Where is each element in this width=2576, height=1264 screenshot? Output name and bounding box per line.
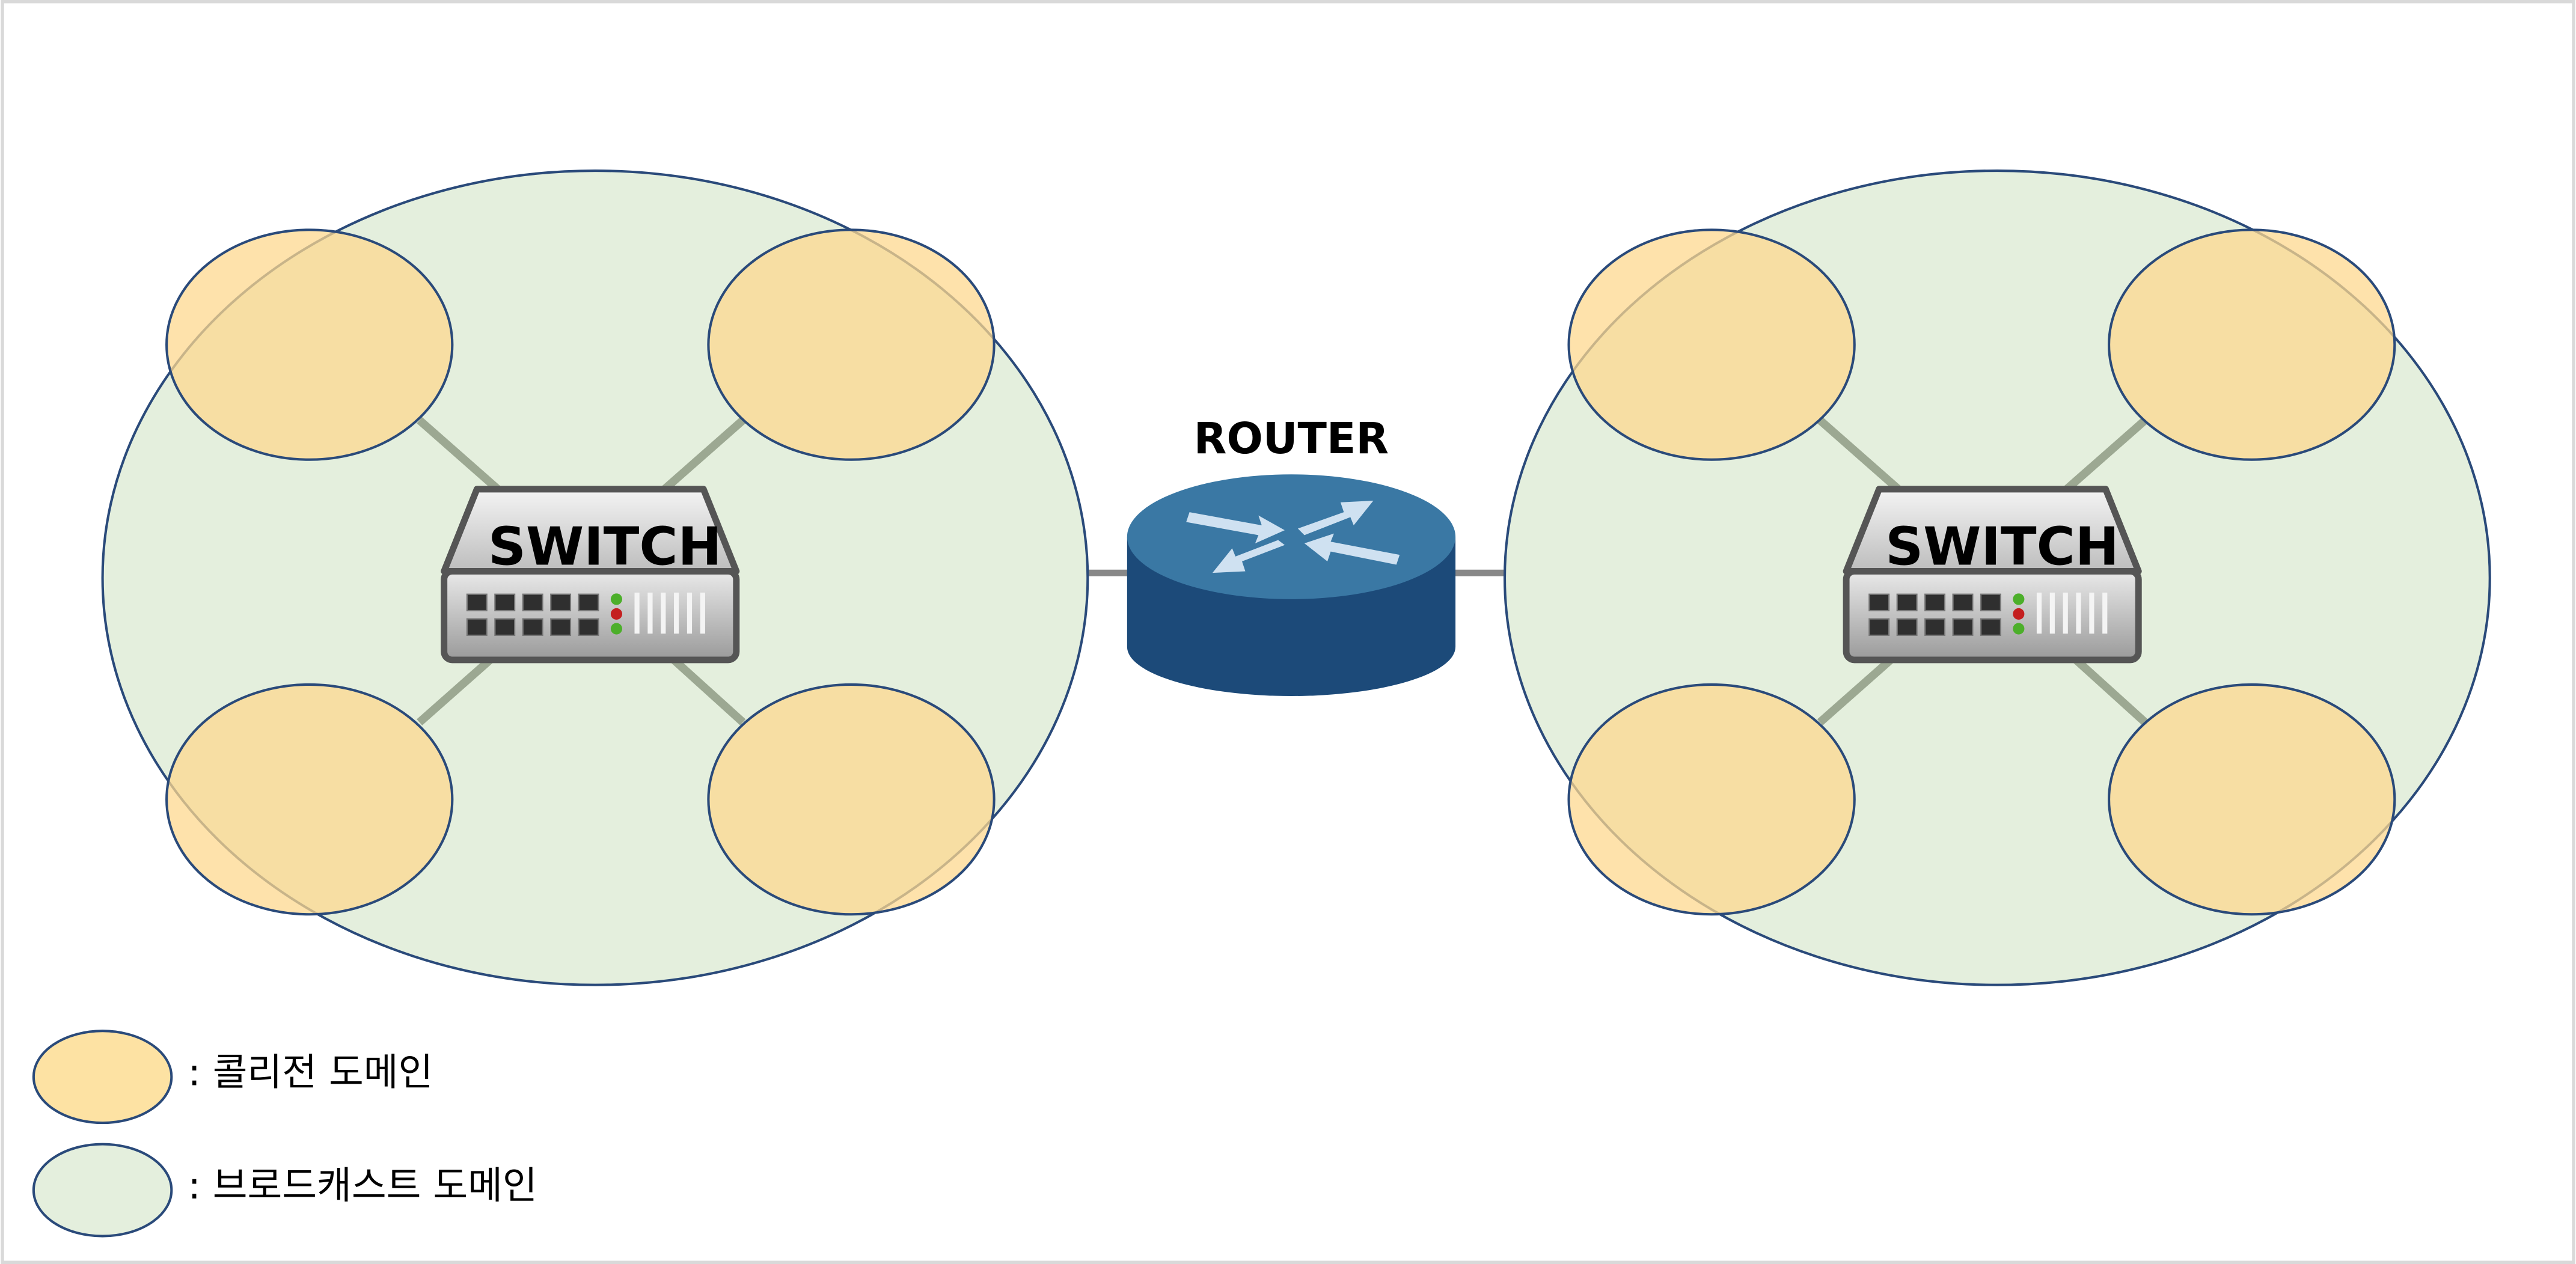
segment-left: SWITCH	[101, 169, 1089, 986]
switch-label: SWITCH	[1885, 516, 2119, 578]
switch-label: SWITCH	[488, 516, 722, 578]
switch-icon	[441, 486, 740, 664]
switch-link	[1817, 656, 1894, 725]
collision-domain	[2108, 228, 2396, 461]
switch-link	[417, 417, 504, 496]
switch-link	[417, 656, 493, 725]
legend: : 콜리전 도메인 : 브로드캐스트 도메인	[32, 1030, 537, 1238]
collision-domain	[707, 683, 996, 916]
collision-domain	[165, 228, 454, 461]
collision-domain	[2108, 683, 2396, 916]
segment-right: SWITCH	[1503, 169, 2491, 986]
router-label: ROUTER	[1194, 414, 1389, 463]
collision-domain	[707, 228, 996, 461]
collision-domain	[1567, 228, 1856, 461]
switch-link	[658, 417, 746, 496]
collision-domain	[165, 683, 454, 916]
legend-collision-label: : 콜리전 도메인	[188, 1050, 433, 1094]
collision-domain	[1567, 683, 1856, 916]
legend-broadcast-swatch	[32, 1143, 173, 1238]
switch-link	[1817, 417, 1905, 496]
legend-collision-swatch	[32, 1030, 173, 1125]
router-icon	[1127, 474, 1456, 697]
switch-icon	[1843, 486, 2142, 664]
legend-broadcast-label: : 브로드캐스트 도메인	[188, 1164, 537, 1208]
switch-link	[2060, 417, 2148, 496]
router-arrows-icon	[1186, 501, 1400, 573]
switch-link	[671, 656, 746, 725]
switch-link	[2073, 656, 2148, 725]
